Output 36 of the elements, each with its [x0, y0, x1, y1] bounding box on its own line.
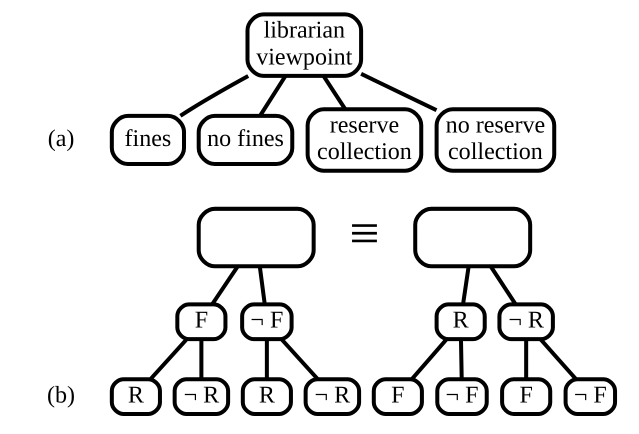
connector: [460, 266, 470, 304]
connector: [198, 338, 203, 378]
node-box: F: [174, 302, 227, 341]
node-box: ¬ R: [303, 376, 361, 416]
node-box: ¬ F: [240, 302, 294, 341]
node-box: reserve collection: [305, 106, 423, 172]
connector: [360, 72, 437, 112]
node-box: fines: [109, 113, 186, 166]
node-box: F: [500, 376, 552, 416]
node-box: F: [371, 376, 424, 416]
node-box: librarian viewpoint: [245, 12, 363, 78]
label: (a): [47, 125, 74, 152]
node-box: no fines: [196, 113, 294, 166]
connector: [458, 338, 464, 378]
node-box: ¬ R: [172, 376, 230, 416]
node-box: [412, 206, 532, 268]
connector: [148, 338, 188, 380]
node-box: ¬ F: [434, 376, 488, 416]
node-box: R: [434, 302, 486, 341]
label: ≡: [348, 202, 380, 262]
connector: [410, 338, 448, 380]
label: (b): [46, 382, 75, 408]
node-box: R: [240, 376, 292, 416]
connector: [538, 338, 577, 380]
node-box: [196, 206, 316, 268]
connector: [178, 74, 249, 118]
node-box: ¬ R: [496, 302, 554, 341]
node-box: R: [109, 376, 162, 416]
connector: [321, 74, 346, 110]
connector: [264, 338, 268, 378]
connector: [280, 338, 319, 380]
connector: [524, 338, 528, 378]
node-box: ¬ F: [563, 376, 617, 416]
connector: [258, 74, 287, 116]
node-box: no reserve collection: [434, 106, 556, 172]
connector: [257, 266, 266, 304]
